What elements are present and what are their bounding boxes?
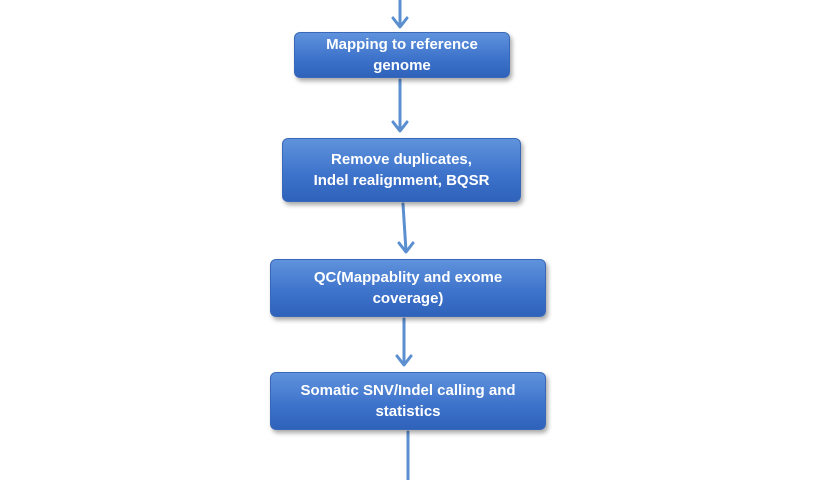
arrow-step-2-to-step-3 [397,202,415,254]
step-mapping-to-reference-genome: Mapping to reference genome [294,32,510,78]
step-qc-mappability-exome-coverage: QC(Mappablity and exome coverage) [270,259,546,317]
step-somatic-snv-indel-calling-statistics: Somatic SNV/Indel calling and statistics [270,372,546,430]
arrow-into-step-1 [391,0,409,29]
arrow-step-3-to-step-4 [395,317,413,367]
step-remove-duplicates-indel-realignment-bqsr: Remove duplicates, Indel realignment, BQ… [282,138,521,202]
arrow-step-1-to-step-2 [391,78,409,133]
